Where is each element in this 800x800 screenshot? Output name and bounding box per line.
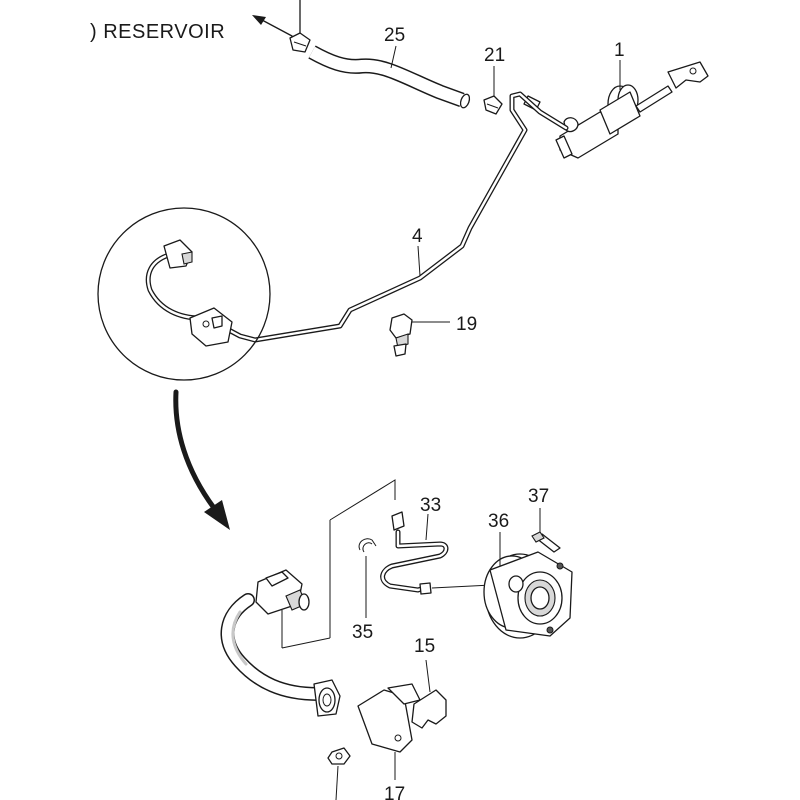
hose-clamp-21 [483,95,503,115]
flexible-clutch-hose [220,593,341,717]
leader-15 [425,659,431,693]
detail-view-circle [97,207,271,381]
reservoir-direction-arrow [252,15,293,37]
callout-25: 25 [384,25,405,46]
clutch-switch [389,313,413,357]
release-line-pipe [380,511,449,595]
callout-15: 15 [414,636,435,657]
callout-17: 17 [384,784,405,800]
retaining-clip [358,538,377,553]
reservoir-direction-label: ) RESERVOIR [90,21,225,43]
hex-nut [327,747,351,800]
leader-33 [425,513,429,541]
callout-1: 1 [614,40,625,61]
detail-callout-arrow [173,389,230,530]
hose-bracket [357,683,421,753]
reservoir-hose [308,45,471,109]
callout-19: 19 [456,314,477,335]
hose-clamp-top [289,0,311,53]
callout-36: 36 [488,511,509,532]
hose-end-block [255,569,310,615]
callout-4: 4 [412,226,423,247]
mounting-bolt [531,531,561,553]
detail-frame [281,479,396,649]
leader-25 [390,45,397,69]
leader-4 [417,245,421,277]
retainer-plate [411,689,447,729]
concentric-slave-cylinder [483,551,573,639]
callout-21: 21 [484,45,505,66]
callout-33: 33 [420,495,441,516]
clutch-master-cylinder [523,61,709,159]
callout-35: 35 [352,622,373,643]
callout-37: 37 [528,486,549,507]
clutch-pressure-line [222,91,569,343]
